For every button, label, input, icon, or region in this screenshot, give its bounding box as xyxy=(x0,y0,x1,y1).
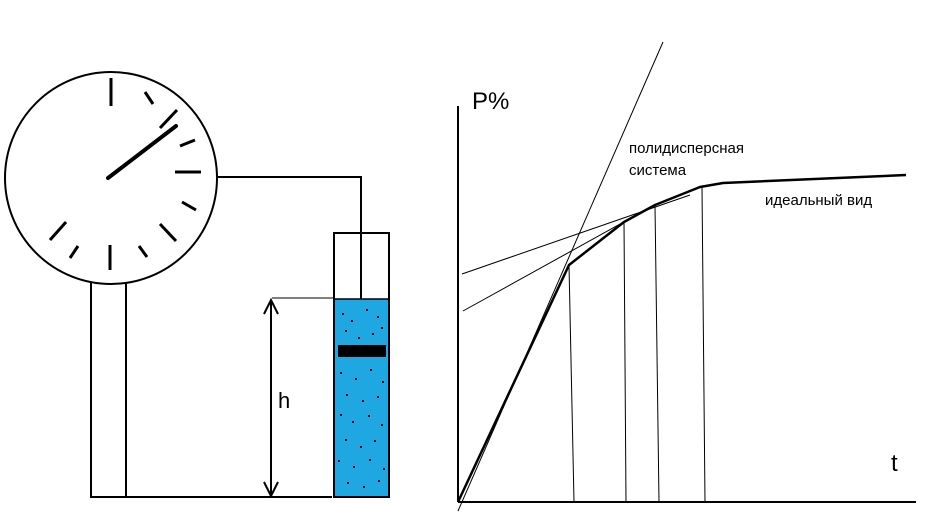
polydisperse-label-line2: система xyxy=(629,162,687,179)
vertical-drop-lines xyxy=(568,186,706,503)
connecting-rod xyxy=(217,176,362,346)
tangent-steep xyxy=(457,41,664,512)
sedimentation-curve xyxy=(456,173,907,503)
sedimentation-curve-plot: P% t полидисперсная система идеальный ви… xyxy=(456,41,916,512)
x-axis-label: t xyxy=(891,450,898,477)
h-label: h xyxy=(278,388,290,413)
balance-pan xyxy=(338,345,386,357)
dial-needle xyxy=(106,124,178,180)
y-axis-label: P% xyxy=(472,88,509,115)
cylinder-liquid xyxy=(334,299,389,497)
h-arrow xyxy=(263,297,279,499)
sedimentation-cylinder xyxy=(333,232,390,498)
ideal-label: идеальный вид xyxy=(765,192,872,209)
tangent-middle xyxy=(462,212,641,312)
tangent-upper xyxy=(461,194,691,275)
gauge-apparatus: h xyxy=(4,71,390,499)
dial xyxy=(4,71,218,285)
dial-ticks xyxy=(48,78,201,270)
particles xyxy=(338,309,385,488)
cylinder-outline xyxy=(333,232,390,498)
polydisperse-label-line1: полидисперсная xyxy=(629,140,744,157)
